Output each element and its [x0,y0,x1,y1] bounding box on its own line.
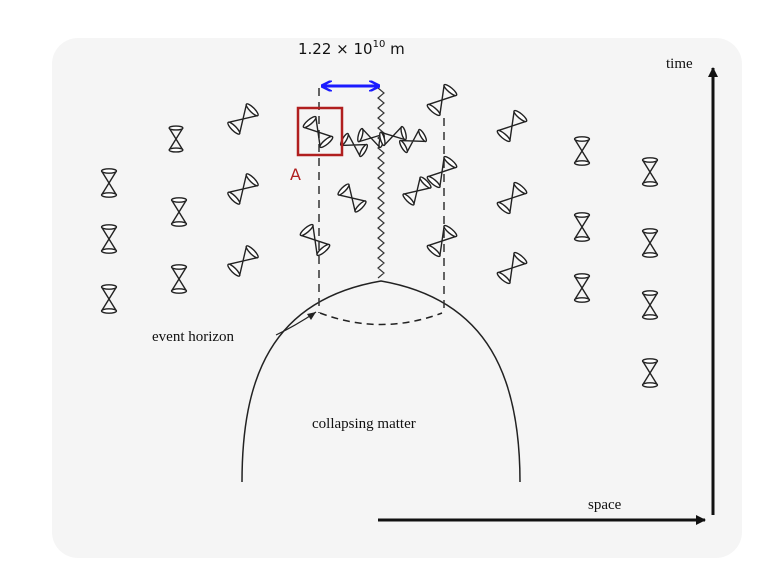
light-cone [100,224,118,254]
light-cone [168,125,184,153]
light-cone [426,83,458,117]
figure-backdrop [52,38,742,558]
light-cone [426,155,458,189]
light-cone [496,251,528,285]
light-cone [426,224,458,258]
space-axis-label: space [588,497,622,513]
light-cone [496,109,528,143]
light-cone [641,290,659,320]
event-horizon-pointer-head [307,312,316,320]
light-cone [100,168,118,198]
light-cone [573,136,591,166]
event-horizon-label: event horizon [152,329,235,345]
light-cone [302,115,334,149]
light-cone [170,264,188,294]
light-cone [100,284,118,314]
collapsing-matter-label: collapsing matter [312,416,416,432]
light-cone [227,173,259,205]
collapsing-matter-surface [241,280,521,483]
event-horizon-curve [319,312,443,326]
light-cone [227,245,259,277]
light-cone [573,212,591,242]
light-cone [641,358,659,388]
light-cone [641,228,659,258]
marker-a-label: A [290,165,301,184]
singularity-zigzag [377,87,385,279]
light-cone [402,176,432,206]
light-cone [170,197,188,227]
scale-label: 1.22 × 1010 m [298,39,405,58]
light-cone [496,181,528,215]
light-cone [641,157,659,187]
light-cone [398,128,428,154]
light-cone [227,103,259,135]
light-cone [573,273,591,303]
light-cone [299,223,331,257]
light-cone [337,183,367,213]
light-cones [100,83,659,388]
scale-exponent: 10 [373,39,386,50]
marker-a-box [296,106,344,157]
light-cone [379,125,407,147]
scale-base: 1.22 × 10 [298,40,373,58]
time-axis-label: time [666,56,693,72]
scale-unit: m [385,40,404,58]
